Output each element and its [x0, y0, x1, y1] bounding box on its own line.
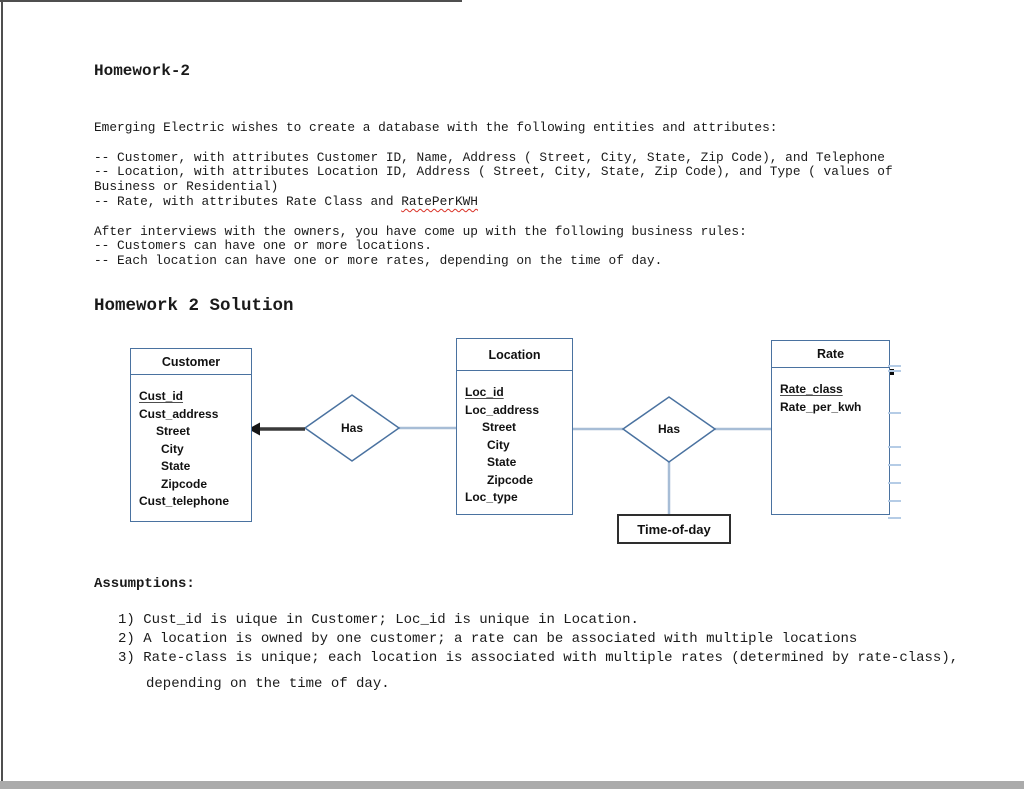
intro-line: [94, 210, 893, 225]
entity-attribute: Zipcode: [161, 476, 208, 491]
relationship-diamond-2: [621, 396, 717, 463]
artifact-dash: [888, 446, 901, 448]
intro-line: -- Location, with attributes Location ID…: [94, 164, 893, 180]
artifact-dash: [888, 365, 901, 367]
er-diagram-connectors: [248, 394, 771, 514]
entity-attribute: State: [161, 459, 191, 473]
solution-heading: Homework 2 Solution: [94, 296, 294, 316]
entity-attribute: Zipcode: [487, 472, 534, 487]
entity-attribute: Cust_address: [139, 406, 219, 421]
intro-line: -- Customers can have one or more locati…: [94, 238, 432, 254]
page-top-rule: [0, 0, 462, 2]
page-bottom-strip: [0, 781, 1024, 789]
intro-line: Emerging Electric wishes to create a dat…: [94, 120, 778, 135]
entity-attribute: Street: [156, 424, 191, 438]
entity-attribute: Cust_telephone: [139, 494, 230, 508]
entity-rate-title: Rate: [772, 341, 889, 368]
intro-line: -- Rate, with attributes Rate Class and …: [94, 193, 478, 209]
assumption-item-2: 2) A location is owned by one customer; …: [118, 631, 858, 647]
entity-attribute: City: [487, 437, 510, 452]
artifact-dash: [888, 500, 901, 502]
entity-attribute: Rate_per_kwh: [780, 399, 862, 414]
artifact-dash: [888, 482, 901, 484]
entity-attribute: State: [487, 455, 517, 469]
intro-text: Emerging Electric wishes to create a dat…: [94, 120, 893, 269]
page-left-rule: [1, 0, 3, 789]
artifact-dash: [888, 370, 901, 372]
intro-line: [94, 136, 893, 151]
intro-line: -- Each location can have one or more ra…: [94, 253, 663, 269]
entity-attribute: Rate_class: [780, 382, 843, 396]
misspelled-word: RatePerKWH: [401, 193, 478, 209]
entity-customer-title: Customer: [131, 349, 251, 375]
assumption-item-3: 3) Rate-class is unique; each location i…: [118, 650, 959, 666]
time-of-day-attribute-box: Time-of-day: [617, 514, 731, 544]
artifact-dash: [888, 412, 901, 414]
intro-line: After interviews with the owners, you ha…: [94, 223, 747, 239]
relationship-has-1-label: Has: [340, 421, 363, 435]
entity-attribute: Cust_id: [139, 389, 184, 403]
artifact-dash: [888, 517, 901, 519]
intro-line: -- Customer, with attributes Customer ID…: [94, 149, 885, 165]
entity-attribute: Loc_type: [465, 490, 518, 504]
homework-title: Homework-2: [94, 62, 191, 80]
intro-line: Business or Residential): [94, 179, 279, 195]
artifact-dot: [890, 369, 894, 375]
entity-attribute: City: [161, 441, 184, 456]
entity-location-title: Location: [457, 339, 572, 371]
relationship-has-2-label: Has: [657, 422, 680, 436]
assumption-item-1: 1) Cust_id is uique in Customer; Loc_id …: [118, 612, 639, 628]
artifact-dash: [888, 464, 901, 466]
entity-attribute: Loc_address: [465, 402, 540, 417]
entity-attribute: Loc_id: [465, 385, 504, 399]
relationship-diamond-1: [303, 394, 401, 462]
assumption-item-3-continuation: depending on the time of day.: [146, 676, 390, 692]
assumptions-heading: Assumptions:: [94, 576, 195, 592]
entity-attribute: Street: [482, 420, 517, 434]
arrowhead-to-customer: [248, 422, 260, 436]
